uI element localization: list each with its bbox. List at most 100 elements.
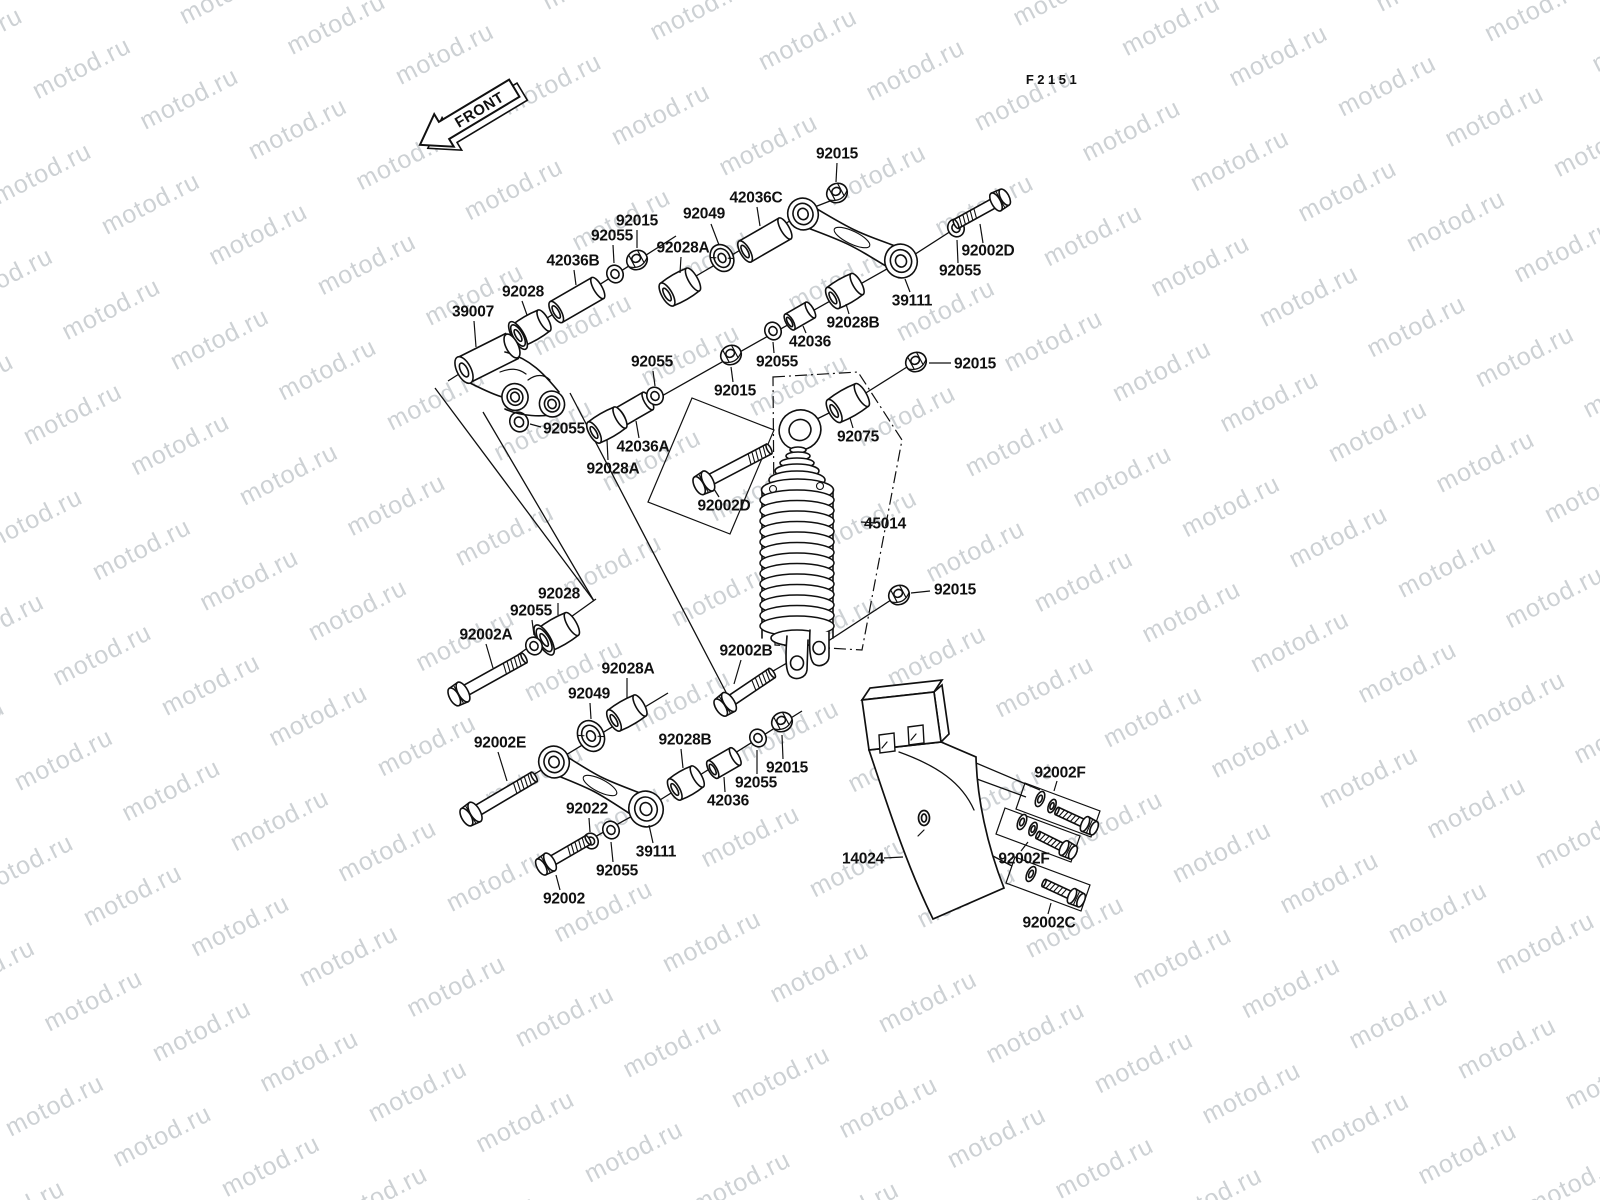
part-number-text: 92028 — [538, 586, 581, 603]
watermark-text: motod.ru — [0, 828, 78, 901]
part-42036C — [736, 217, 793, 263]
part-number-text: 92049 — [568, 686, 611, 703]
watermark-text: motod.ru — [364, 1054, 472, 1127]
part-92055 — [524, 636, 544, 656]
watermark-text: motod.ru — [1362, 290, 1470, 363]
watermark-text: motod.ru — [687, 1145, 795, 1200]
part-label-92002F: 92002F — [998, 841, 1050, 868]
watermark-text: motod.ru — [39, 964, 147, 1037]
watermark-text: motod.ru — [1099, 680, 1207, 753]
part-92002D — [692, 443, 773, 496]
part-label-45014: 45014 — [860, 516, 907, 533]
watermark-text: motod.ru — [1549, 109, 1600, 182]
watermark-text: motod.ru — [1146, 229, 1254, 302]
watermark-text: motod.ru — [264, 679, 372, 752]
watermark-text: motod.ru — [433, 1190, 541, 1200]
part-92002F — [1016, 813, 1028, 831]
part-label-92028B: 92028B — [826, 303, 880, 332]
watermark-text: motod.ru — [1540, 455, 1600, 528]
part-92002F — [1034, 790, 1046, 808]
part-92028A — [585, 406, 628, 444]
part-number-text: 92002D — [961, 243, 1014, 260]
watermark-text: motod.ru — [1402, 184, 1510, 257]
watermark-text: motod.ru — [1480, 0, 1588, 47]
part-92055 — [508, 411, 530, 433]
leader-line — [679, 256, 682, 274]
part-92075 — [825, 382, 871, 424]
leader-line — [910, 590, 931, 594]
part-92028 — [533, 611, 581, 656]
part-number-text: 92055 — [543, 421, 586, 438]
part-label-92075: 92075 — [837, 417, 880, 446]
leader-line — [956, 239, 959, 264]
leader-line — [756, 206, 761, 227]
watermark-text: motod.ru — [1186, 124, 1294, 197]
watermark-text: motod.ru — [0, 483, 87, 556]
watermark-text: motod.ru — [1215, 365, 1323, 438]
watermark-text: motod.ru — [342, 468, 450, 541]
leader-line — [529, 423, 542, 428]
watermark-text: motod.ru — [1306, 1086, 1414, 1159]
watermark-text: motod.ru — [0, 1174, 69, 1200]
part-92002F — [1054, 806, 1100, 836]
part-label-92015: 92015 — [714, 366, 757, 400]
watermark-text: motod.ru — [0, 137, 96, 210]
watermark-text: motod.ru — [1275, 846, 1383, 919]
part-92015 — [625, 249, 649, 271]
part-number-text: 42036A — [616, 439, 669, 456]
part-number-text: 92015 — [934, 582, 977, 599]
watermark-text: motod.ru — [1108, 334, 1216, 407]
part-92049 — [709, 243, 735, 273]
part-92002F — [1035, 830, 1079, 860]
part-number-text: 92055 — [735, 775, 778, 792]
watermark-text: motod.ru — [217, 1129, 325, 1200]
leader-line — [979, 223, 984, 244]
part-92055 — [605, 264, 625, 284]
part-label-42036: 42036 — [707, 776, 750, 810]
part-label-39111: 39111 — [892, 278, 933, 310]
watermark-text: motod.ru — [460, 153, 568, 226]
part-label-14024: 14024 — [842, 851, 904, 868]
part-number-text: 14024 — [842, 851, 885, 868]
part-92015 — [904, 351, 928, 373]
watermark-text: motod.ru — [1471, 320, 1579, 393]
watermark-text: motod.ru — [511, 980, 619, 1053]
part-label-92002D: 92002D — [697, 488, 751, 515]
part-number-text: 92015 — [766, 760, 809, 777]
watermark-text: motod.ru — [226, 784, 334, 857]
part-92002A — [447, 652, 528, 707]
part-92055 — [645, 386, 665, 406]
leader-line — [588, 817, 591, 833]
part-92015 — [825, 182, 849, 204]
watermark-text: motod.ru — [1206, 710, 1314, 783]
part-label-92028A: 92028A — [586, 439, 640, 478]
part-14024 — [860, 678, 1006, 921]
part-45014 — [759, 409, 835, 680]
part-number-text: 92002E — [474, 735, 526, 752]
watermark-text: motod.ru — [1068, 440, 1176, 513]
watermark-text: motod.ru — [1462, 666, 1570, 739]
part-92002F — [1028, 821, 1038, 837]
watermark-text: motod.ru — [28, 31, 136, 104]
watermark-text: motod.ru — [0, 347, 18, 420]
leader-line — [1053, 780, 1058, 792]
group-box — [1015, 782, 1101, 838]
part-label-92002A: 92002A — [459, 627, 513, 669]
part-92002D — [952, 188, 1012, 230]
part-92028B — [824, 272, 865, 310]
part-92028B — [666, 765, 706, 801]
watermark-text: motod.ru — [304, 573, 412, 646]
watermark-text: motod.ru — [901, 0, 1009, 1]
axis-line — [482, 411, 595, 602]
watermark-text: motod.ru — [1371, 0, 1479, 17]
part-number-text: 45014 — [864, 516, 907, 533]
watermark-text: motod.ru — [333, 814, 441, 887]
watermark-text: motod.ru — [1077, 94, 1185, 167]
part-number-text: 42036 — [707, 793, 750, 810]
watermark-text: motod.ru — [1384, 876, 1492, 949]
part-39007 — [454, 332, 566, 418]
leader-line — [606, 439, 609, 461]
part-92055 — [601, 820, 621, 840]
leader-line — [612, 244, 615, 264]
part-label-92055: 92055 — [939, 239, 982, 280]
